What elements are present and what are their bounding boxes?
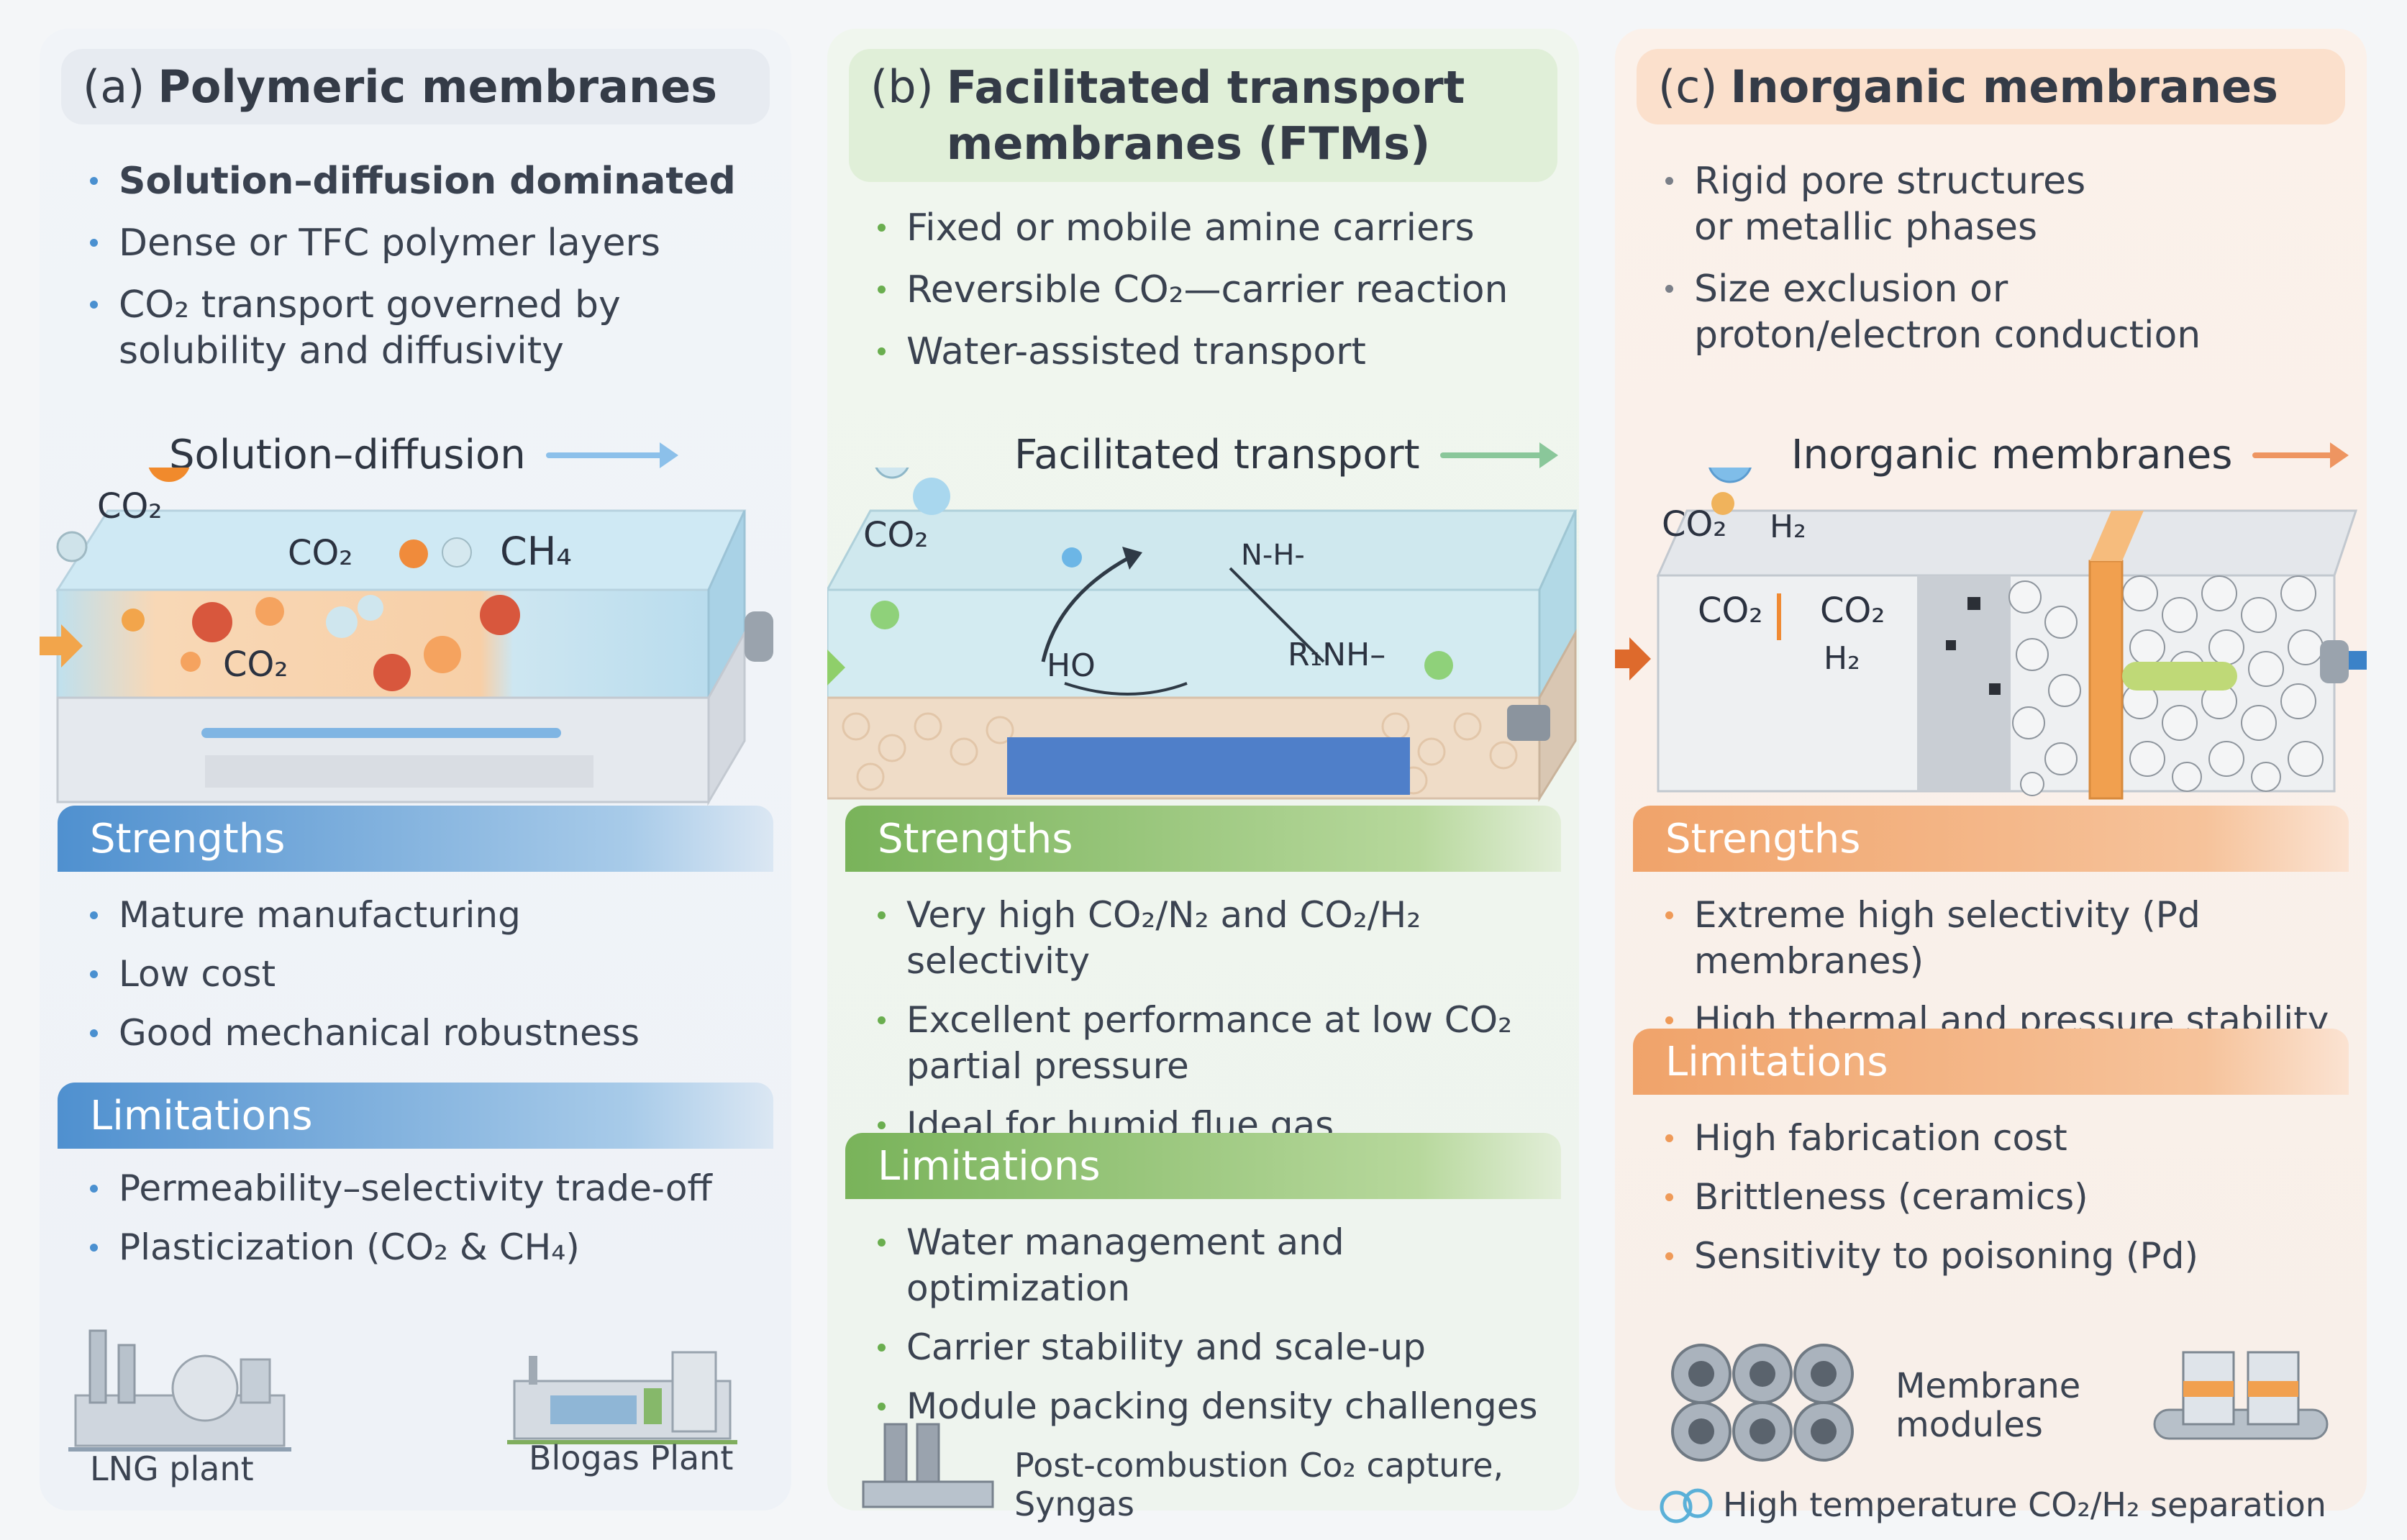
strengths-list: Very high CO₂/N₂ and CO₂/H₂ selectivity … [878,892,1557,1161]
limitations-list: High fabrication cost Brittleness (ceram… [1665,1115,2345,1292]
strengths-header: Strengths [58,806,773,872]
molecule-label: CO₂ [1698,591,1763,631]
molecule-label: CO₂ [223,644,288,685]
limitations-header: Limitations [845,1133,1561,1199]
bullet: Fixed or mobile amine carriers [878,205,1550,251]
flow-label-text: Solution–diffusion [169,432,526,478]
inorganic-membrane-illustration: CO₂ H₂ CO₂ CO₂ H₂ [1615,468,2367,800]
panel-title-text: Polymeric membranes [158,60,718,113]
limitations-list: Water management and optimization Carrie… [878,1219,1557,1442]
polymeric-membrane-illustration: CO₂ CO₂ CH₄ CO₂ [40,468,773,806]
molecule-label: CH₄ [500,529,572,574]
list-item: Excellent performance at low CO₂ partial… [878,997,1525,1089]
strengths-list: Mature manufacturing Low cost Good mecha… [90,892,770,1069]
tubular-modules-icon [1671,1344,1854,1462]
list-item: Brittleness (ceramics) [1665,1174,2345,1220]
panel-letter: (b) [870,60,934,113]
list-item: High fabrication cost [1665,1115,2345,1161]
panel-letter: (a) [83,60,145,113]
molecule-label: CO₂ [1662,504,1727,545]
list-item: Carrier stability and scale-up [878,1324,1557,1370]
bullet: CO₂ transport governed by solubility and… [90,282,637,374]
flow-label-text: Facilitated transport [1014,432,1420,478]
limitations-list: Permeability–selectivity trade-off Plast… [90,1165,770,1283]
bullet: Rigid pore structures or metallic phases [1665,158,2097,250]
app-label: Blogas Plant [529,1439,734,1477]
bullet: Size exclusion or proton/electron conduc… [1665,266,2270,358]
gas-separation-icon [1660,1488,1713,1523]
strengths-title: Strengths [90,815,286,862]
list-item: Low cost [90,951,770,997]
panel-letter: (c) [1658,60,1718,113]
panel-title-inorganic: (c) Inorganic membranes [1637,49,2345,124]
bullet: Dense or TFC polymer layers [90,220,763,266]
strengths-title: Strengths [1665,815,1861,862]
strengths-header: Strengths [1633,806,2349,872]
panel-title-ftm: (b) Facilitated transport membranes (FTM… [849,49,1557,182]
arrow-right-icon [545,442,678,468]
panel-title-polymeric: (a) Polymeric membranes [61,49,770,124]
module-label: Membrane modules [1896,1366,2081,1445]
mechanism-bullets: Fixed or mobile amine carriers Reversibl… [878,205,1550,391]
flow-label-text: Inorganic membranes [1791,432,2233,478]
list-item: Plasticization (CO₂ & CH₄) [90,1224,770,1270]
limitations-header: Limitations [58,1083,773,1149]
list-item: Permeability–selectivity trade-off [90,1165,770,1211]
app-label: Post-combustion Co₂ capture, Syngas [1014,1446,1504,1523]
molecule-label: H₂ [1824,640,1860,677]
app-label: High temperature CO₂/H₂ separation [1723,1485,2326,1524]
arrow-right-icon [2252,442,2349,468]
panel-polymeric: (a) Polymeric membranes Solution–diffusi… [40,29,791,1511]
limitations-header: Limitations [1633,1029,2349,1095]
app-label: LNG plant [90,1449,254,1488]
molecule-label: N-H- [1241,539,1305,572]
flow-label: Facilitated transport [1014,432,1558,478]
list-item: Very high CO₂/N₂ and CO₂/H₂ selectivity [878,892,1557,984]
limitations-title: Limitations [878,1142,1101,1190]
title-line: membranes (FTMs) [946,117,1431,170]
bullet: Solution–diffusion dominated [90,158,763,204]
list-item: Module packing density challenges [878,1383,1557,1429]
limitations-title: Limitations [90,1092,313,1139]
flow-label: Solution–diffusion [169,432,678,478]
list-item: Water management and optimization [878,1219,1557,1311]
mechanism-bullets: Rigid pore structures or metallic phases… [1665,158,2241,374]
cylinder-modules-icon [2153,1351,2329,1440]
strengths-header: Strengths [845,806,1561,872]
panel-title-text: Facilitated transport membranes (FTMs) [947,60,1465,172]
lng-plant-icon [68,1329,291,1452]
molecule-label: CO₂ [288,533,353,573]
molecule-label: CO₂ [97,486,163,527]
panel-ftm: (b) Facilitated transport membranes (FTM… [827,29,1579,1523]
molecule-label: R₁NH– [1288,637,1385,673]
molecule-label: CO₂ [1820,591,1885,631]
bullet: Reversible CO₂—carrier reaction [878,267,1550,313]
list-item: Extreme high selectivity (Pd membranes) [1665,892,2345,984]
biogas-plant-icon [507,1351,737,1444]
title-line: Facilitated transport [946,60,1465,114]
molecule-label: CO₂ [863,515,929,555]
flow-label: Inorganic membranes [1791,432,2349,478]
molecule-label: H₂ [1770,509,1806,545]
panel-inorganic: (c) Inorganic membranes Rigid pore struc… [1615,29,2367,1524]
flue-stack-icon [862,1423,994,1508]
strengths-list: Extreme high selectivity (Pd membranes) … [1665,892,2345,1056]
panel-title-text: Inorganic membranes [1730,60,2278,113]
list-item: Good mechanical robustness [90,1010,770,1056]
limitations-title: Limitations [1665,1038,1888,1085]
bullet: Water-assisted transport [878,329,1550,375]
ftm-membrane-illustration: CO₂ HO R₁NH– N-H- [827,468,1578,803]
strengths-title: Strengths [878,815,1073,862]
mechanism-bullets: Solution–diffusion dominated Dense or TF… [90,158,763,390]
molecule-label: HO [1047,647,1096,684]
list-item: Sensitivity to poisoning (Pd) [1665,1233,2345,1279]
list-item: Mature manufacturing [90,892,770,938]
arrow-right-icon [1439,442,1558,468]
